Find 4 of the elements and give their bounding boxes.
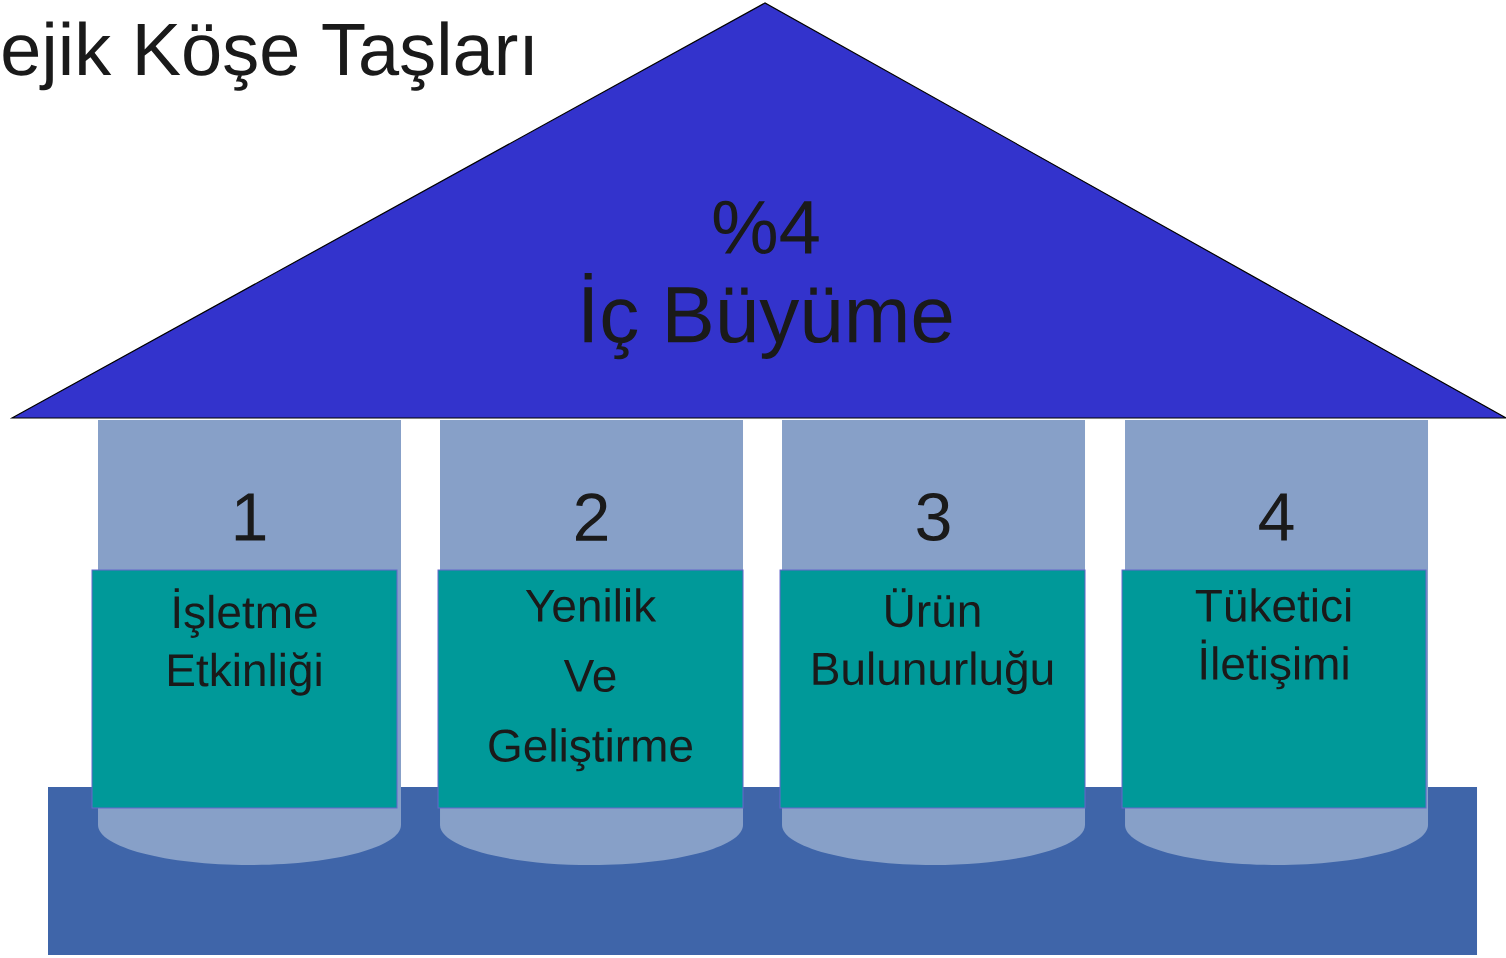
pillar-panel: Tüketici İletişimi <box>1121 569 1427 809</box>
pillar-panel: İşletme Etkinliği <box>91 569 398 809</box>
pillar-panel: Yenilik Ve Geliştirme <box>437 569 744 809</box>
pillar-panel: Ürün Bulunurluğu <box>779 569 1086 809</box>
